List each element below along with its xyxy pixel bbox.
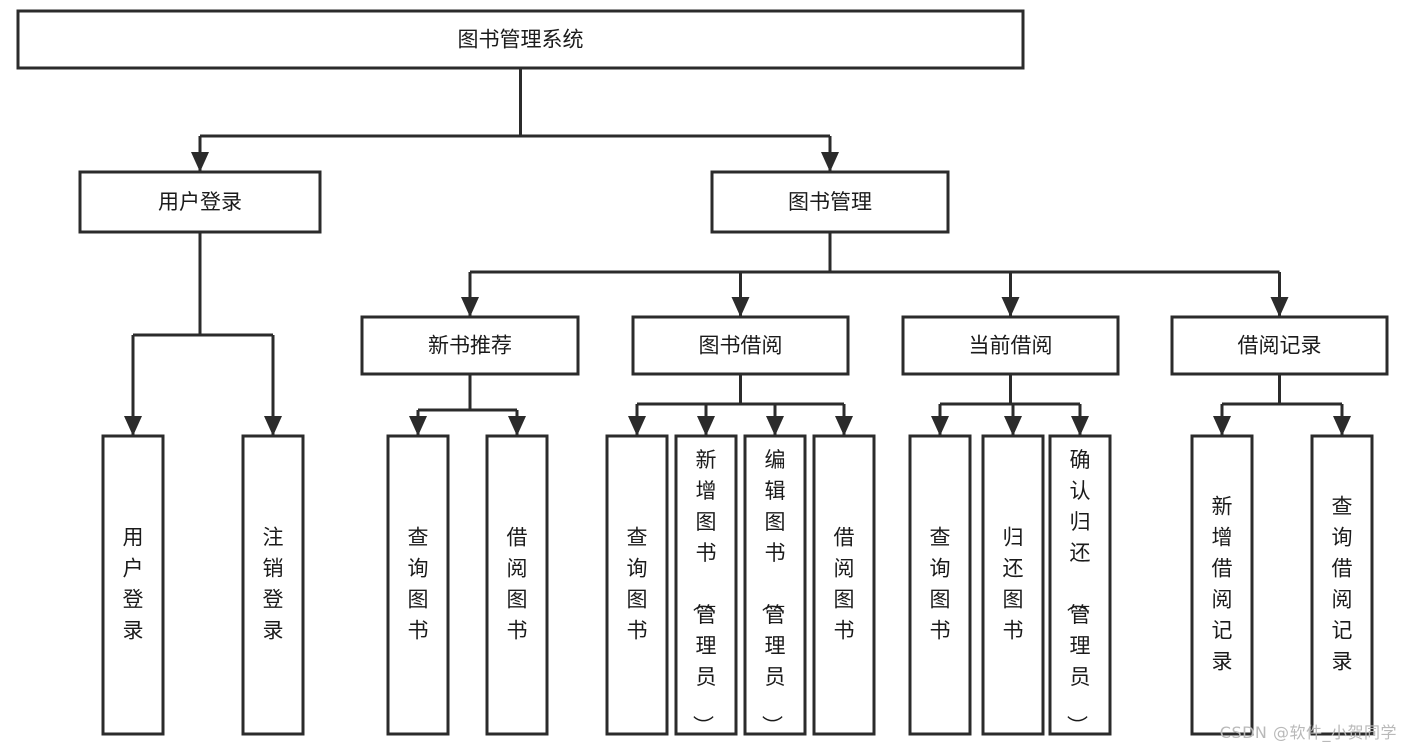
node-label-leaf-query-record: 查询借阅记录 [1332, 495, 1353, 674]
node-box-leaf-borrow-book-1[interactable] [485, 434, 549, 736]
arrow-head [697, 416, 715, 436]
arrow-head [731, 297, 750, 317]
node-label-leaf-add-record: 新增借阅记录 [1212, 495, 1233, 674]
arrow-head [1333, 416, 1351, 436]
node-label-leaf-borrow-book-1: 借阅图书 [507, 526, 528, 643]
node-label-leaf-confirm-return: 确认归还（管理员） [1065, 448, 1091, 736]
node-box-leaf-return-book[interactable] [981, 434, 1045, 736]
arrow-head [124, 416, 142, 436]
arrow-head [1213, 416, 1231, 436]
node-label-leaf-query-book-2: 查询图书 [627, 526, 648, 643]
node-label-leaf-borrow-book-2: 借阅图书 [834, 526, 855, 643]
arrow-head [264, 416, 282, 436]
node-label-leaf-query-book-1: 查询图书 [408, 526, 429, 643]
node-label-new-book-recommend: 新书推荐 [428, 334, 512, 358]
arrow-head [628, 416, 646, 436]
arrow-head [1071, 416, 1089, 436]
arrow-head [766, 416, 784, 436]
node-box-leaf-borrow-book-2[interactable] [812, 434, 876, 736]
node-box-leaf-add-record[interactable] [1190, 434, 1254, 736]
node-box-book-borrow[interactable] [631, 315, 850, 376]
arrow-head [191, 152, 209, 172]
node-label-book-borrow: 图书借阅 [699, 334, 783, 358]
node-box-current-borrow[interactable] [901, 315, 1120, 376]
arrow-head [821, 152, 839, 172]
arrow-head [1001, 297, 1020, 317]
node-box-leaf-edit-book[interactable] [743, 434, 807, 736]
node-box-root[interactable] [16, 9, 1025, 70]
node-label-leaf-return-book: 归还图书 [1003, 526, 1024, 643]
node-box-leaf-query-book-3[interactable] [908, 434, 972, 736]
node-box-leaf-user-logout[interactable] [241, 434, 305, 736]
arrow-head [1270, 297, 1289, 317]
node-label-leaf-user-login: 用户登录 [123, 526, 144, 643]
node-box-borrow-record[interactable] [1170, 315, 1389, 376]
node-label-borrow-record: 借阅记录 [1238, 334, 1322, 358]
node-box-leaf-query-book-2[interactable] [605, 434, 669, 736]
watermark-text: CSDN @软件_小贺同学 [1219, 723, 1397, 742]
node-box-book-manage[interactable] [710, 170, 950, 234]
node-label-leaf-user-logout: 注销登录 [263, 526, 284, 643]
node-box-user-login[interactable] [78, 170, 322, 234]
arrow-head [461, 297, 479, 317]
arrow-head [508, 416, 526, 436]
node-box-leaf-user-login[interactable] [101, 434, 165, 736]
arrow-head [409, 416, 427, 436]
node-label-user-login: 用户登录 [158, 190, 242, 214]
node-box-leaf-query-record[interactable] [1310, 434, 1374, 736]
node-label-leaf-query-book-3: 查询图书 [930, 526, 951, 643]
arrow-head [835, 416, 853, 436]
arrow-head [1004, 416, 1022, 436]
node-label-leaf-add-book: 新增图书（管理员） [691, 448, 717, 736]
node-label-leaf-edit-book: 编辑图书（管理员） [760, 448, 786, 736]
node-box-leaf-query-book-1[interactable] [386, 434, 450, 736]
node-label-current-borrow: 当前借阅 [969, 334, 1053, 358]
node-box-leaf-add-book[interactable] [674, 434, 738, 736]
node-label-book-manage: 图书管理 [788, 190, 872, 214]
arrow-head [931, 416, 949, 436]
node-label-root: 图书管理系统 [458, 28, 584, 52]
node-box-new-book-recommend[interactable] [360, 315, 580, 376]
node-box-leaf-confirm-return[interactable] [1048, 434, 1112, 736]
